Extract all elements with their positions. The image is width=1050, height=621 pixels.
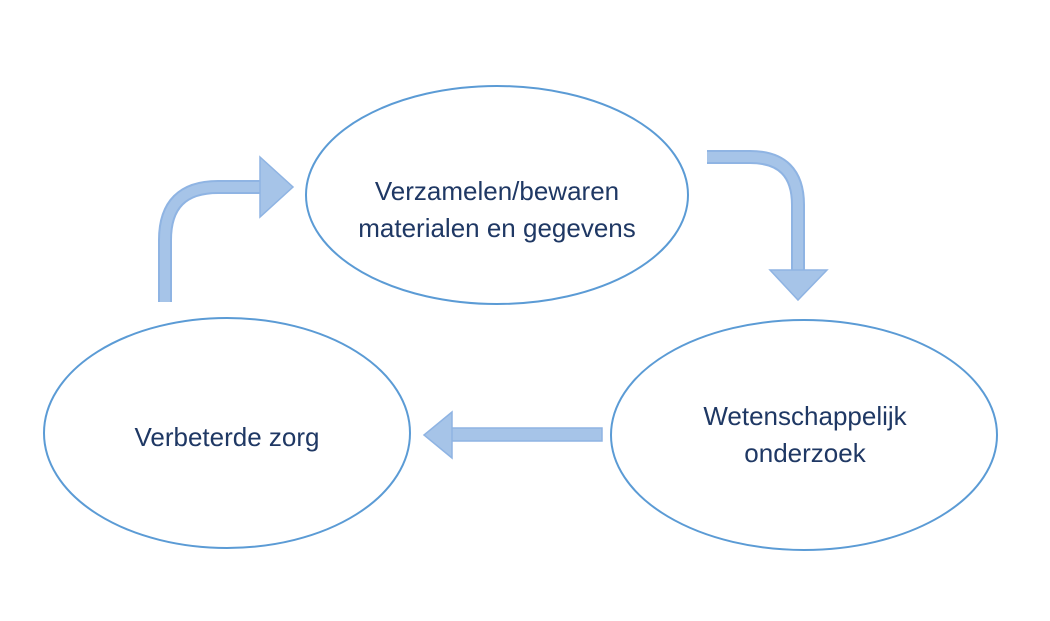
arrow-right-to-left	[422, 410, 603, 460]
node-top-label: Verzamelen/bewaren materialen en gegeven…	[306, 120, 688, 300]
node-top-line2: materialen en gegevens	[358, 213, 636, 243]
node-left-ellipse	[43, 317, 411, 549]
node-right-line2: onderzoek	[744, 438, 866, 468]
node-left-line1: Verbeterde zorg	[134, 421, 320, 452]
node-top-line1: Verzamelen/bewaren	[374, 176, 620, 207]
arrow-left-to-top	[158, 155, 295, 302]
node-left-label: Verbeterde zorg	[44, 347, 410, 527]
node-right-line1: Wetenschappelijk	[703, 401, 907, 432]
node-top-ellipse	[305, 85, 689, 305]
arrow-top-to-right	[707, 150, 829, 302]
node-right-ellipse	[610, 319, 998, 551]
node-right-label: Wetenschappelijk onderzoek	[612, 340, 998, 530]
